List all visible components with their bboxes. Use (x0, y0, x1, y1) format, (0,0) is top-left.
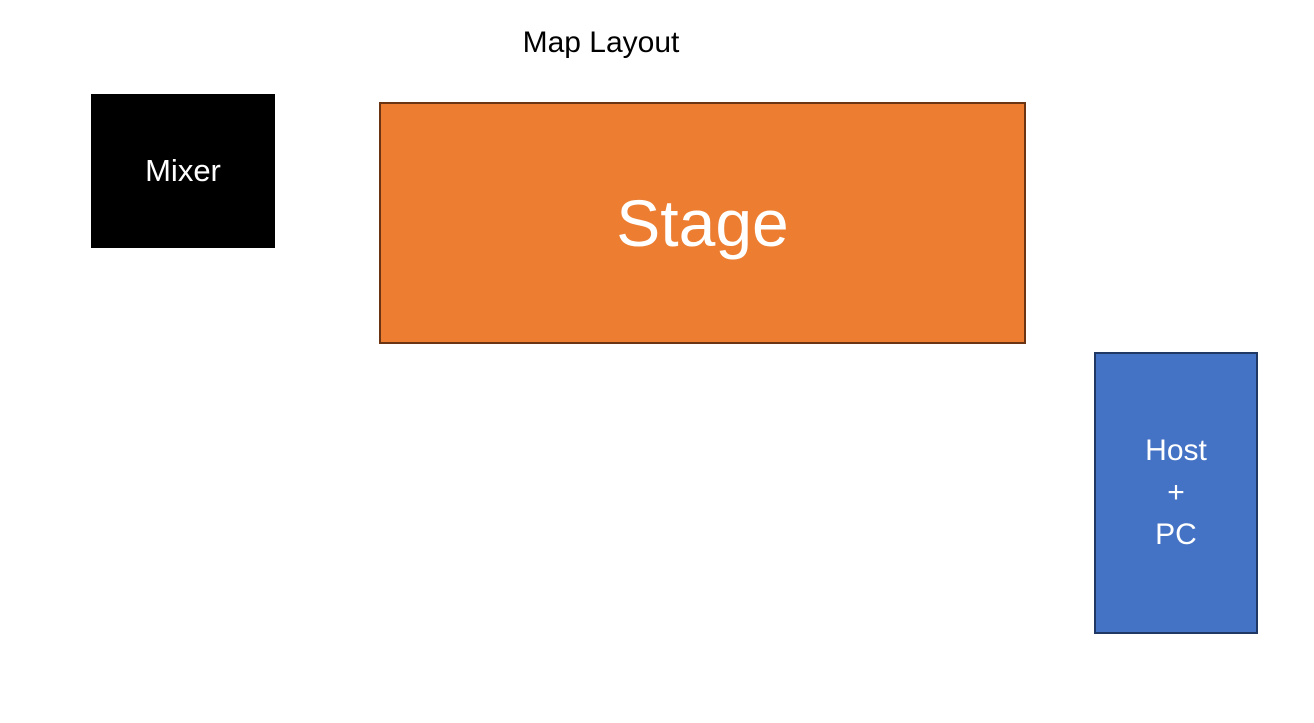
host-label-line-1: Host (1145, 434, 1207, 467)
stage-box: Stage (379, 102, 1026, 344)
stage-label: Stage (616, 186, 789, 260)
mixer-box: Mixer (91, 94, 275, 248)
diagram-title: Map Layout (522, 26, 680, 59)
host-label-line-2: + (1167, 476, 1185, 509)
mixer-label: Mixer (145, 153, 221, 188)
host-label-line-3: PC (1155, 518, 1197, 551)
host-pc-box: Host + PC (1094, 352, 1258, 634)
